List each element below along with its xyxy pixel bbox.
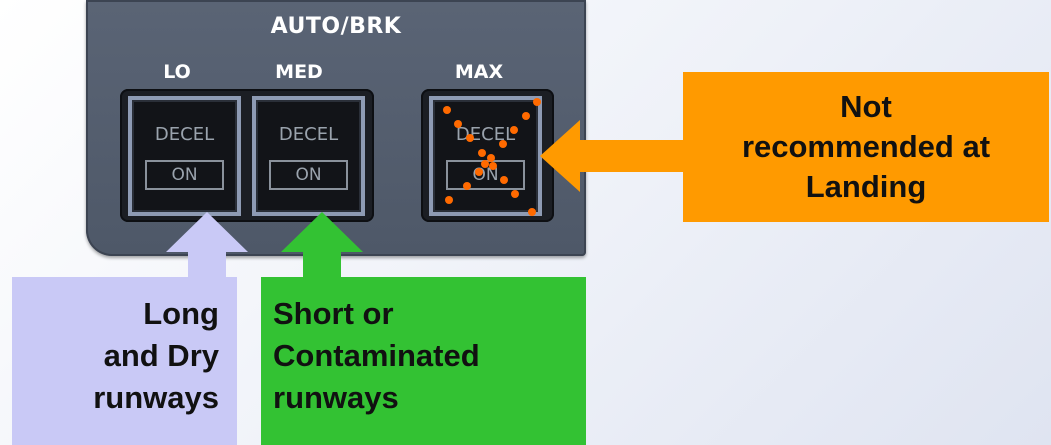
lo-note-line: Long <box>143 296 219 331</box>
lo-button[interactable]: DECEL ON <box>128 96 241 216</box>
med-note-line: Contaminated <box>273 338 480 373</box>
position-label-med: MED <box>275 61 323 83</box>
max-callout-arrow <box>540 120 685 192</box>
panel-title: AUTO/BRK <box>270 14 402 39</box>
lo-callout-arrow <box>166 212 248 280</box>
lo-on-label: ON <box>145 160 224 190</box>
med-note-line: runways <box>273 380 399 415</box>
med-note-line: Short or <box>273 296 394 331</box>
max-cross-mark <box>443 98 541 216</box>
lo-note-line: runways <box>93 380 219 415</box>
max-note-line: recommended at <box>741 129 991 164</box>
max-note-line: Landing <box>805 169 927 204</box>
autobrake-panel: AUTO/BRK LO MED MAX DECEL ON DECEL ON DE… <box>86 0 586 256</box>
position-label-max: MAX <box>454 61 504 83</box>
med-button[interactable]: DECEL ON <box>252 96 365 216</box>
max-note-line: Not <box>840 89 892 124</box>
lo-note-box: Long and Dry runways <box>12 277 237 445</box>
lo-decel-label: DECEL <box>154 124 215 145</box>
med-note-box: Short or Contaminated runways <box>261 277 586 445</box>
max-note-box: Not recommended at Landing <box>683 72 1049 222</box>
lo-note-line: and Dry <box>103 338 219 373</box>
med-decel-label: DECEL <box>278 124 339 145</box>
med-callout-arrow <box>281 212 363 280</box>
med-on-label: ON <box>269 160 348 190</box>
position-label-lo: LO <box>163 61 191 83</box>
